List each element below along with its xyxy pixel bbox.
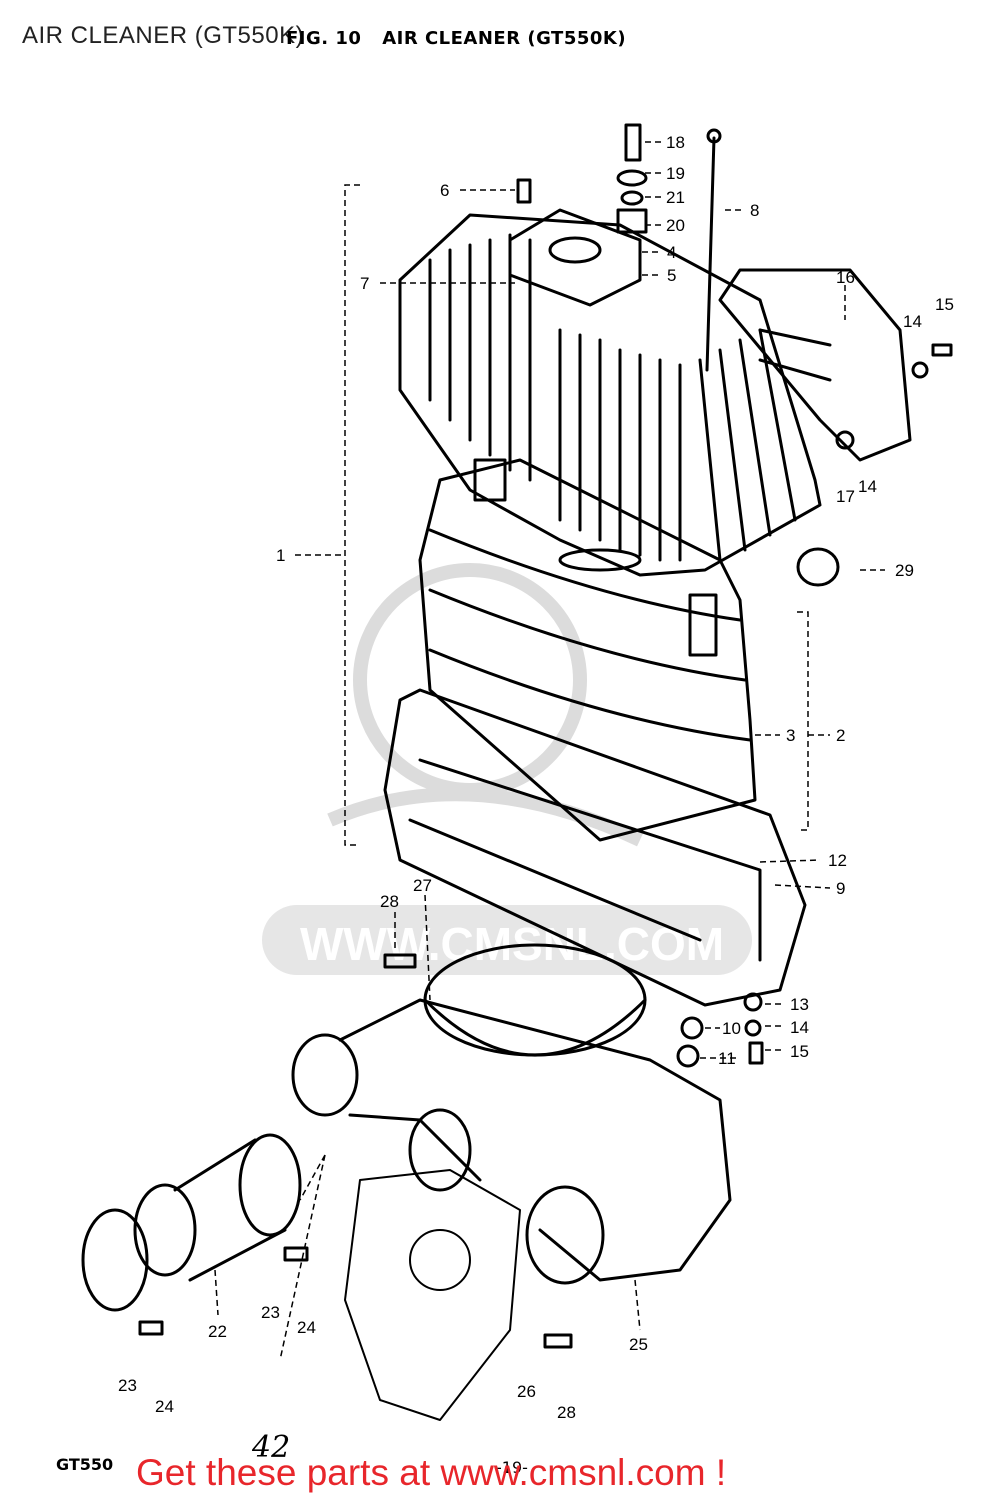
- watermark-text: WWW.CMSNL.COM: [300, 918, 724, 970]
- callout-1: 1: [276, 546, 285, 565]
- callout-3: 3: [786, 726, 795, 745]
- callout-14a: 14: [903, 312, 922, 331]
- bolt-stack: [616, 123, 648, 234]
- footer-page-number: -19-: [496, 1458, 528, 1477]
- callout-23b: 23: [261, 1303, 280, 1322]
- callout-29: 29: [895, 561, 914, 580]
- callout-11: 11: [718, 1049, 736, 1068]
- footer-handwritten-page: 42: [252, 1430, 291, 1465]
- callout-15b: 15: [790, 1042, 809, 1061]
- figure-heading: FIG. 10 AIR CLEANER (GT550K): [286, 28, 626, 49]
- connector-tube: [81, 1133, 302, 1312]
- callout-18: 18: [666, 133, 685, 152]
- footer-model: GT550: [56, 1455, 114, 1474]
- callout-13: 13: [790, 995, 809, 1014]
- callout-22: 22: [208, 1322, 227, 1341]
- callout-27: 27: [413, 876, 432, 895]
- callout-14c: 14: [790, 1018, 809, 1037]
- callout-6: 6: [440, 181, 449, 200]
- callout-5: 5: [667, 266, 676, 285]
- callout-20: 20: [666, 216, 685, 235]
- leader-lines: [214, 141, 885, 1361]
- callout-2: 2: [836, 726, 845, 745]
- small-hardware: [138, 343, 953, 1349]
- callout-28b: 28: [557, 1403, 576, 1422]
- callout-4: 4: [667, 243, 676, 262]
- cover-plate: [508, 208, 642, 307]
- cta-link[interactable]: Get these parts at www.cmsnl.com !: [136, 1452, 727, 1493]
- callout-25: 25: [629, 1335, 648, 1354]
- filter-element: [418, 458, 757, 842]
- carburetor: [344, 1169, 521, 1421]
- watermark-logo: [262, 563, 752, 975]
- intake-boot: [291, 998, 732, 1285]
- callout-9: 9: [836, 879, 845, 898]
- callout-23a: 23: [118, 1376, 137, 1395]
- page-title: AIR CLEANER (GT550K): [22, 22, 305, 49]
- screw-6: [516, 178, 532, 204]
- callout-15a: 15: [935, 295, 954, 314]
- callout-10: 10: [722, 1019, 741, 1038]
- figure-number: FIG. 10: [286, 28, 362, 49]
- callouts: 1 2 3 4 5 6 7 8 9 10 11 12 13 14 14 14 1…: [118, 133, 954, 1422]
- callout-26: 26: [517, 1382, 536, 1401]
- callout-19: 19: [666, 164, 685, 183]
- callout-14b: 14: [858, 477, 877, 496]
- callout-8: 8: [750, 201, 759, 220]
- callout-24a: 24: [155, 1397, 174, 1416]
- callout-16: 16: [836, 268, 855, 287]
- callout-12: 12: [828, 851, 847, 870]
- figure-caption: AIR CLEANER (GT550K): [382, 28, 627, 49]
- long-bolt: [705, 128, 722, 372]
- intake-duct: [718, 268, 912, 462]
- air-cleaner-case: [383, 688, 807, 1007]
- callout-7: 7: [360, 274, 369, 293]
- callout-17: 17: [836, 487, 855, 506]
- callout-21: 21: [666, 188, 685, 207]
- callout-28a: 28: [380, 892, 399, 911]
- callout-24b: 24: [297, 1318, 316, 1337]
